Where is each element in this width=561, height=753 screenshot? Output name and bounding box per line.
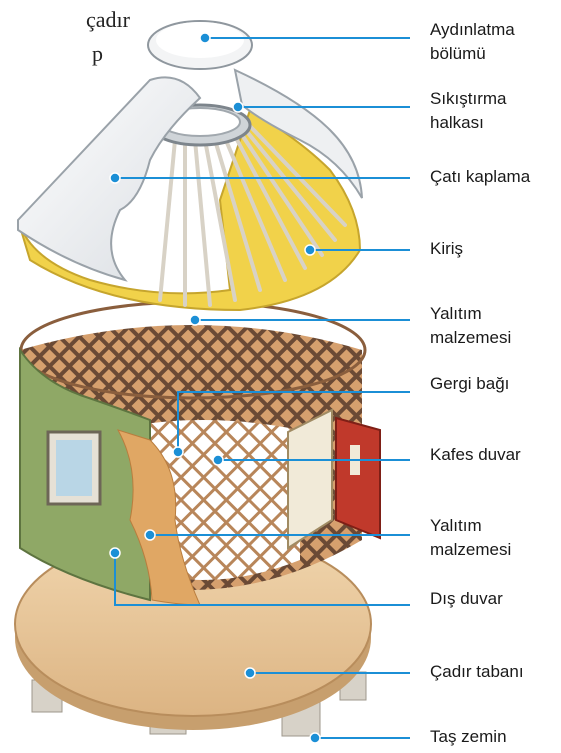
- label-stone-base: Taş zemin: [430, 725, 507, 749]
- label-rafter: Kiriş: [430, 237, 463, 261]
- label-tent-floor: Çadır tabanı: [430, 660, 524, 684]
- label-lattice-wall: Kafes duvar: [430, 443, 521, 467]
- skylight: [148, 21, 252, 69]
- label-tension-band: Gergi bağı: [430, 372, 509, 396]
- label-outer-wall: Dış duvar: [430, 587, 503, 611]
- label-roof-cover: Çatı kaplama: [430, 165, 530, 189]
